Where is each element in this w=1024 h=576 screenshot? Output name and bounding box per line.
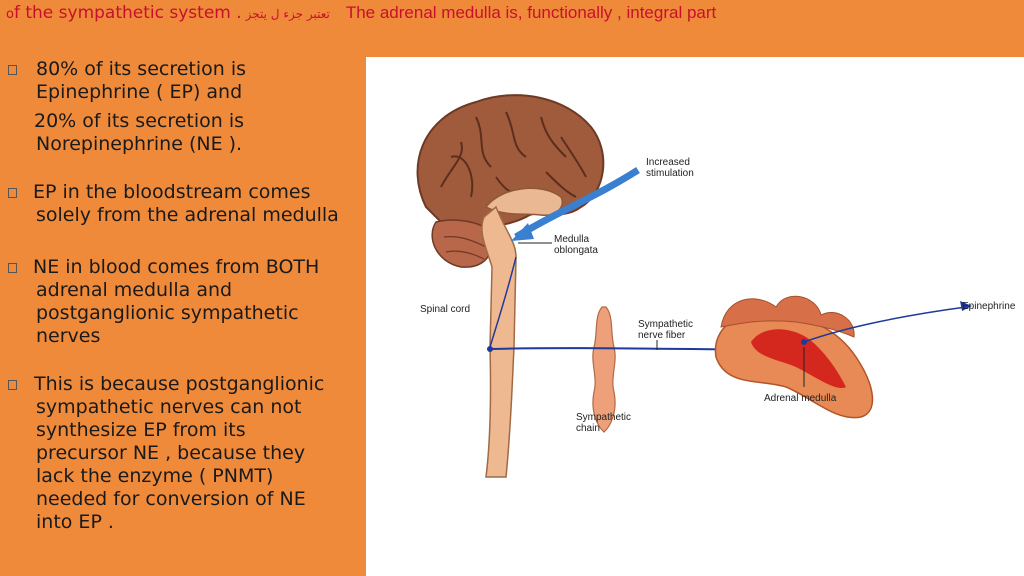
bullet-item: NE in blood comes from BOTH adrenal medu… [6,256,362,348]
title-part2: The adrenal medulla is, functionally , i… [345,3,717,22]
bullet-mark-icon [8,380,17,390]
title-lead: o [6,7,14,22]
label-sympathetic-nerve-fiber: Sympathetic nerve fiber [638,319,694,341]
bullet-line: solely from the adrenal medulla [36,204,339,226]
bullet-mark-icon [8,188,17,198]
bullet-item: EP in the bloodstream comes solely from … [6,181,362,227]
bullet-list: 80% of its secretion is Epinephrine ( EP… [6,58,362,534]
bullet-line: sympathetic nerves can not [36,396,302,418]
bullet-line: 80% of its secretion is [36,58,247,80]
title-bar: of the sympathetic system .تعتبر جزء ل ي… [0,0,1024,30]
bullet-item: 80% of its secretion is Epinephrine ( EP… [6,58,362,104]
bullet-line: Epinephrine ( EP) and [36,81,243,103]
adrenal-diagram: Increased stimulation Medulla oblongata … [366,57,1024,576]
bullet-line: EP in the bloodstream comes [33,181,311,203]
label-adrenal-medulla: Adrenal medulla [764,393,837,404]
bullet-mark-icon [8,65,17,75]
bullet-line: needed for conversion of NE [36,488,306,510]
bullet-item: This is because postganglionic sympathet… [6,373,362,534]
bullet-mark-icon [8,263,17,273]
bullet-line: precursor NE , because they [36,442,306,464]
bullet-line: NE in blood comes from BOTH [33,256,320,278]
bullet-line: Norepinephrine (NE ). [36,133,243,155]
slide-title: of the sympathetic system .تعتبر جزء ل ي… [6,3,716,23]
label-spinal-cord: Spinal cord [420,304,471,315]
bullet-line: This is because postganglionic [34,373,325,395]
title-arabic: تعتبر جزء ل يتجز [245,7,330,21]
title-part1: f the sympathetic system . [13,3,242,23]
brain-illustration [416,94,605,268]
label-epinephrine: Epinephrine [962,301,1016,312]
bullet-line: into EP . [36,511,114,533]
bullet-line: 20% of its secretion is [34,110,245,132]
diagram-svg [416,94,972,478]
label-increased-stimulation: Increased stimulation [646,157,694,179]
bullet-line: synthesize EP from its [36,419,246,441]
epinephrine-arrow [803,306,967,343]
bullet-item: 20% of its secretion is Norepinephrine (… [6,110,362,156]
bullet-line: postganglionic sympathetic [36,302,299,324]
bullet-line: nerves [36,325,101,347]
sympathetic-chain-illustration [592,306,616,433]
bullet-line: adrenal medulla and [36,279,233,301]
adrenal-gland-illustration [714,295,874,419]
bullet-line: lack the enzyme ( PNMT) [36,465,274,487]
label-sympathetic-chain: Sympathetic chain [576,412,632,434]
label-medulla-oblongata: Medulla oblongata [554,234,598,256]
spinal-cord-illustration [481,205,517,478]
